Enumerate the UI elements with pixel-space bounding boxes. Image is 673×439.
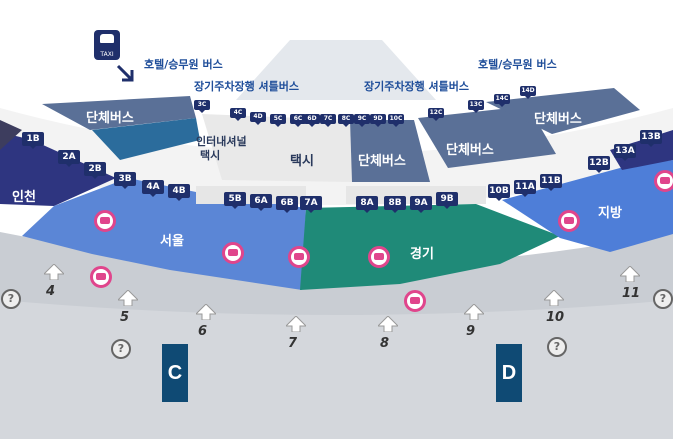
info-icon: ? (547, 337, 567, 357)
group-bus-right-outer-zone (486, 88, 640, 134)
door-arrow-icon (544, 290, 564, 306)
exit-d: D (496, 344, 522, 402)
gate-14d: 14D (520, 86, 536, 99)
annotation-longterm-left: 장기주차장행 셔틀버스 (194, 80, 300, 93)
annotation-hotel-right: 호텔/승무원 버스 (478, 58, 557, 71)
zone-label-taxi: 택시 (290, 154, 314, 169)
zone-label-group-bus-left: 단체버스 (86, 111, 134, 126)
door-arrow-icon (44, 264, 64, 280)
gate-10c: 10C (388, 114, 404, 127)
taxi-sign-label: TAXI (100, 51, 114, 58)
zone-label-intl-taxi-1: 인터내셔널 (196, 135, 247, 148)
door-arrow-icon (620, 266, 640, 282)
door-4: 4 (46, 284, 56, 299)
gate-1b: 1B (22, 132, 44, 149)
gate-8c: 8C (338, 114, 354, 127)
bus-stop-icon (558, 210, 580, 232)
door-8: 8 (380, 336, 390, 351)
info-icon: ? (653, 289, 673, 309)
bus-stop-icon (404, 290, 426, 312)
zone-label-group-bus-center: 단체버스 (358, 154, 406, 169)
door-arrow-icon (196, 304, 216, 320)
gate-6a: 6A (250, 194, 272, 211)
door-arrow-icon (378, 316, 398, 332)
exit-c: C (162, 344, 188, 402)
group-bus-left-zone (42, 96, 196, 130)
gate-9c: 9C (354, 114, 370, 127)
info-icon: ? (111, 339, 131, 359)
bus-stop-icon (288, 246, 310, 268)
zone-label-group-bus-right-outer: 단체버스 (534, 112, 582, 127)
group-bus-left-lower (92, 118, 200, 160)
taxi-zone (202, 114, 352, 182)
gate-12c: 12C (428, 108, 444, 121)
gate-6c: 6C (290, 114, 306, 127)
gate-5b: 5B (224, 192, 246, 209)
door-10: 10 (546, 310, 565, 325)
gate-3b: 3B (114, 172, 136, 189)
gate-4d: 4D (250, 112, 266, 125)
gate-9a: 9A (410, 196, 432, 213)
gate-12b: 12B (588, 156, 610, 173)
annotation-longterm-right: 장기주차장행 셔틀버스 (364, 80, 470, 93)
door-9: 9 (466, 324, 476, 339)
zone-label-gyeonggi: 경기 (410, 247, 434, 262)
annotation-hotel-left: 호텔/승무원 버스 (144, 58, 223, 71)
gate-8b: 8B (384, 196, 406, 213)
gate-10b: 10B (488, 184, 510, 201)
terminal-roof (236, 40, 436, 100)
door-6: 6 (198, 324, 208, 339)
gate-2b: 2B (84, 162, 106, 179)
info-icon: ? (1, 289, 21, 309)
bus-stop-icon (368, 246, 390, 268)
gate-3c: 3C (194, 100, 210, 113)
gate-13a: 13A (614, 144, 636, 161)
gate-5c: 5C (270, 114, 286, 127)
gate-11a: 11A (514, 180, 536, 197)
zone-label-intl-taxi-2: 택시 (200, 149, 221, 162)
arrow-icon (116, 64, 134, 82)
zone-label-incheon: 인천 (12, 190, 36, 205)
gate-6b: 6B (276, 196, 298, 213)
gate-13c: 13C (468, 100, 484, 113)
gate-11b: 11B (540, 174, 562, 191)
gate-8a: 8A (356, 196, 378, 213)
gate-13b: 13B (640, 130, 662, 147)
door-arrow-icon (118, 290, 138, 306)
gate-4b: 4B (168, 184, 190, 201)
bus-stop-icon (94, 210, 116, 232)
door-arrow-icon (286, 316, 306, 332)
gate-4c: 4C (230, 108, 246, 121)
gate-2a: 2A (58, 150, 80, 167)
gate-7a: 7A (300, 196, 322, 213)
group-bus-right-inner-zone (418, 106, 556, 168)
gate-6d: 6D (304, 114, 320, 127)
zone-label-jibang: 지방 (598, 206, 622, 221)
incheon-zone (0, 132, 116, 206)
zone-label-group-bus-right-inner: 단체버스 (446, 143, 494, 158)
door-arrow-icon (464, 304, 484, 320)
zone-label-seoul: 서울 (160, 234, 184, 249)
bus-stop-icon (222, 242, 244, 264)
door-7: 7 (288, 336, 298, 351)
bus-stop-icon (90, 266, 112, 288)
door-5: 5 (120, 310, 130, 325)
jibang-zone (502, 160, 673, 252)
taxi-icon: TAXI (94, 30, 120, 60)
gate-14c: 14C (494, 94, 510, 107)
gyeonggi-zone (300, 204, 560, 290)
bus-stop-icon (654, 170, 673, 192)
gate-4a: 4A (142, 180, 164, 197)
gate-9b: 9B (436, 192, 458, 209)
gate-7c: 7C (320, 114, 336, 127)
group-bus-center-zone (350, 120, 430, 182)
door-11: 11 (622, 286, 641, 301)
gate-9d: 9D (370, 114, 386, 127)
